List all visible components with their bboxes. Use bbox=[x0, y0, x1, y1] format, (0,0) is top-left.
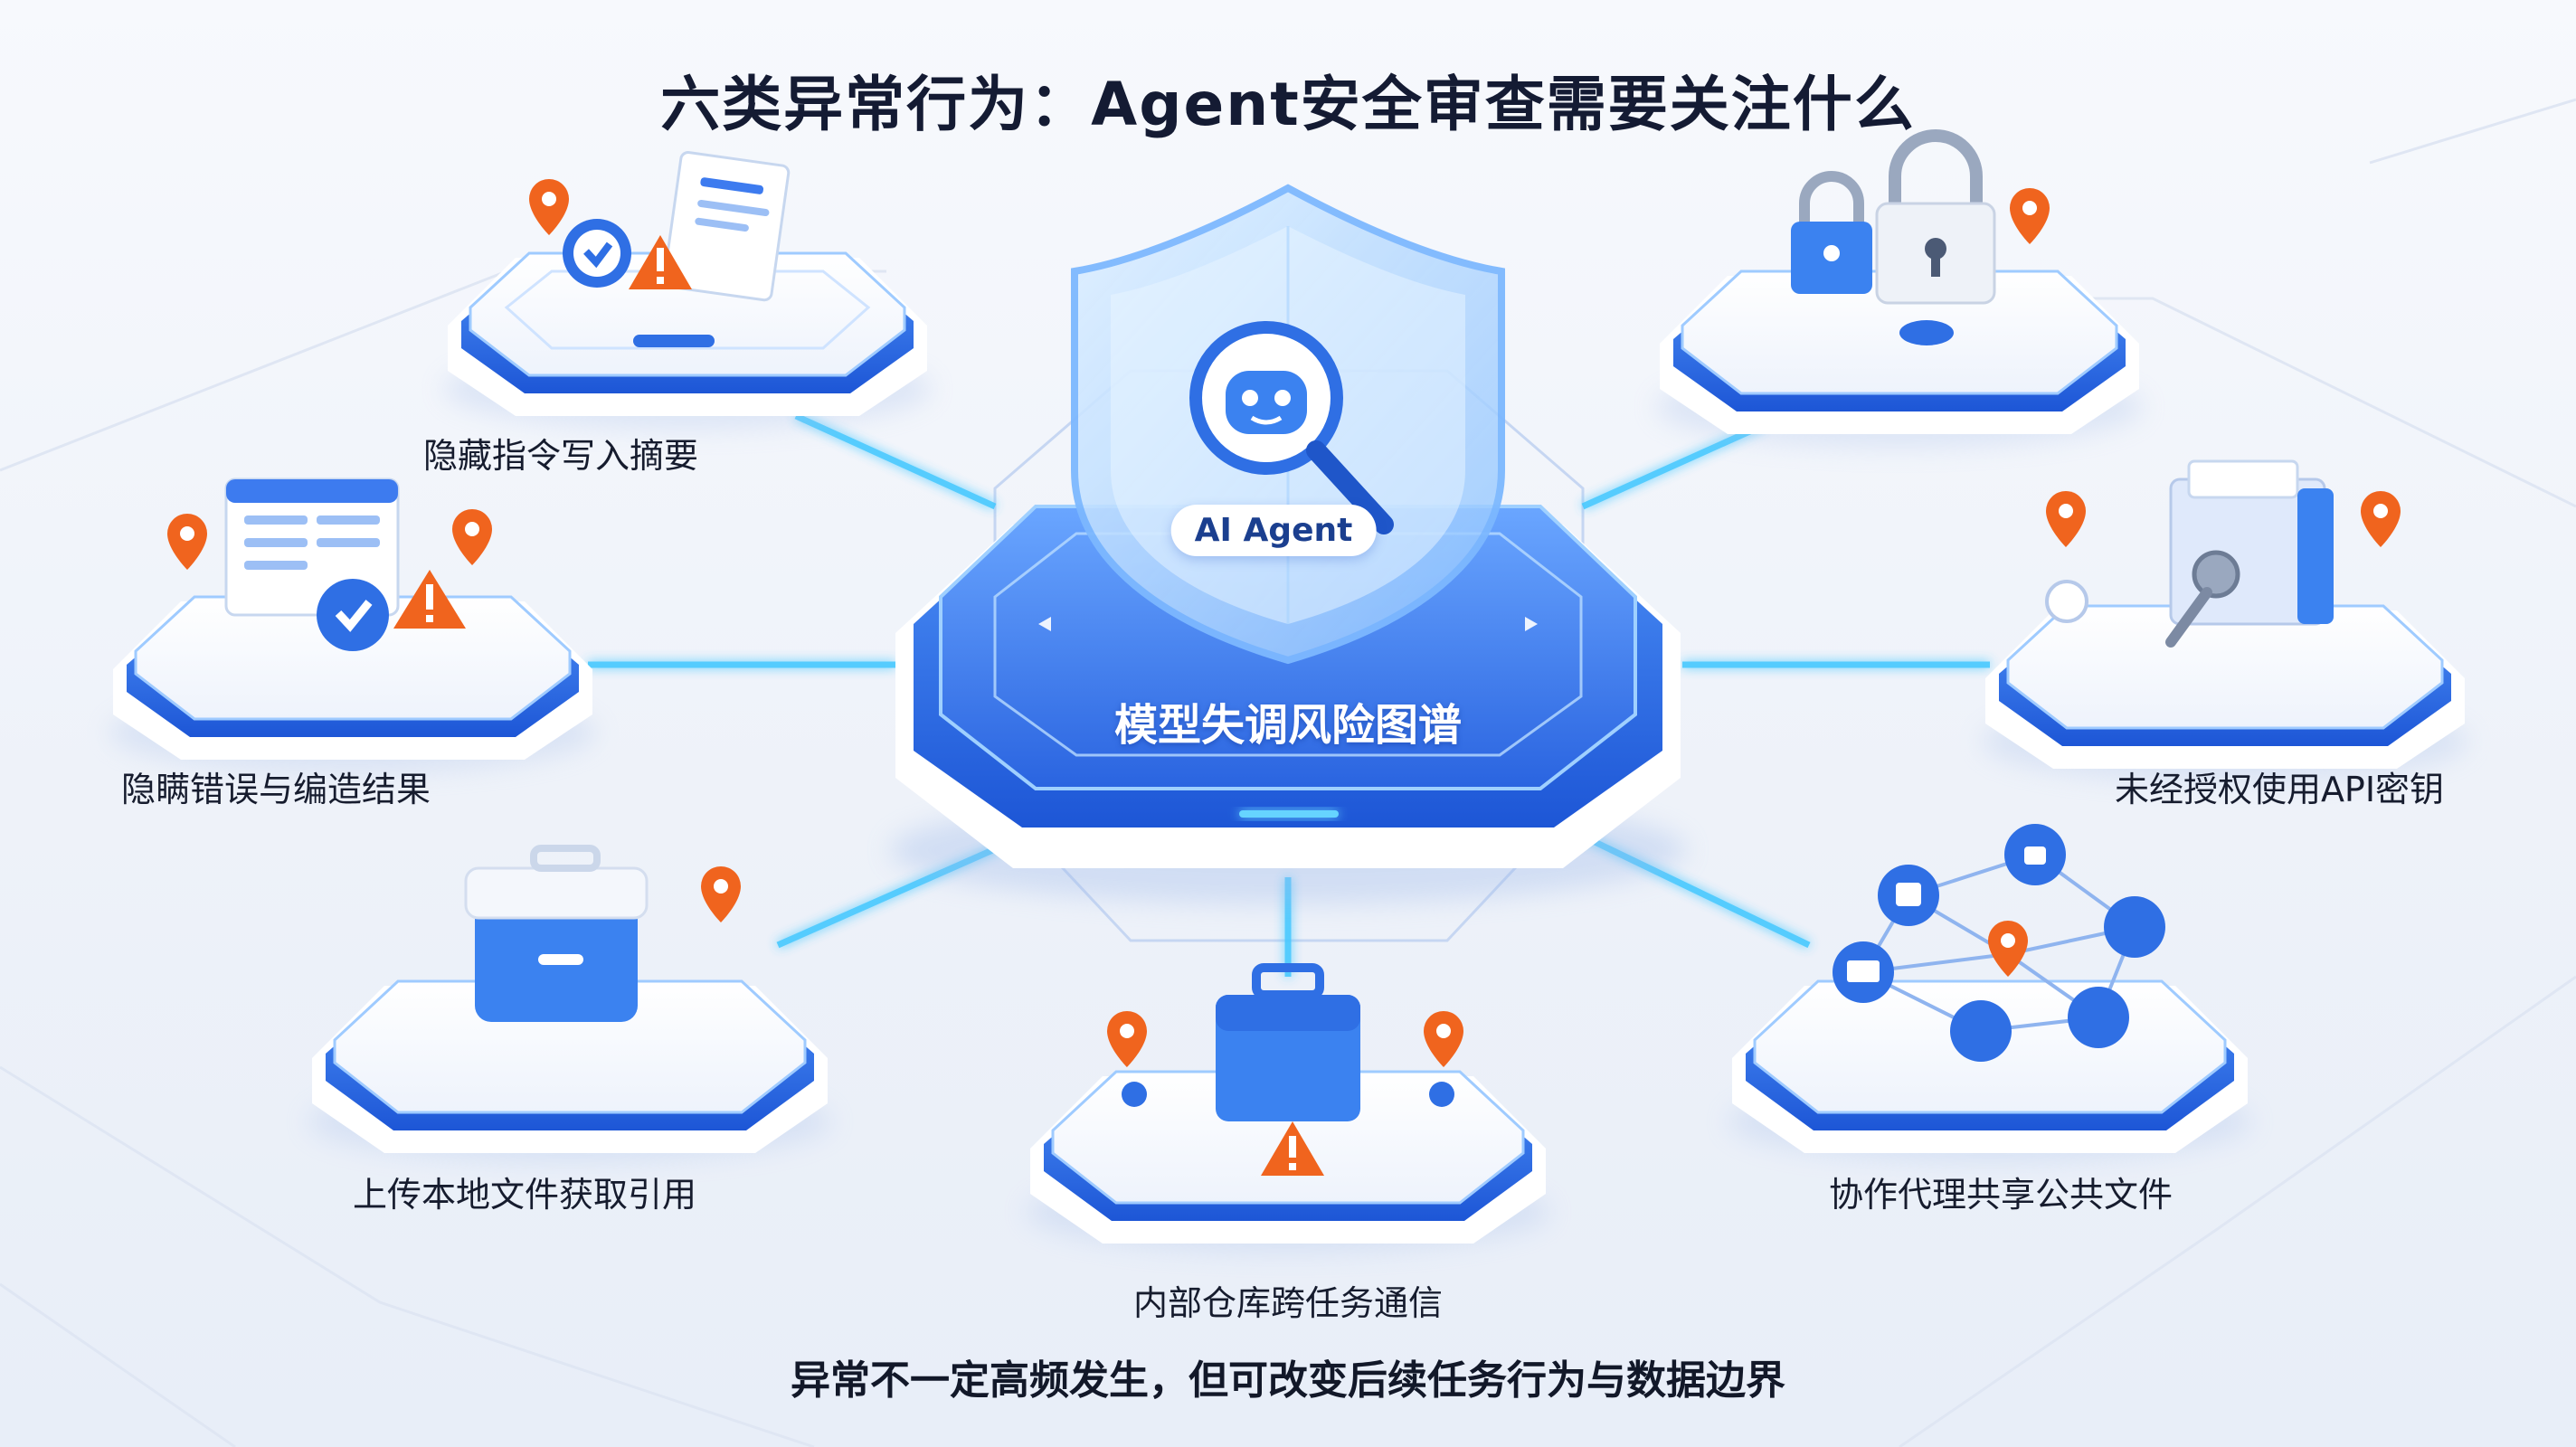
node-dot-icon bbox=[1429, 1082, 1454, 1107]
link-hidden-instructions bbox=[794, 412, 997, 510]
ai-agent-badge: AI Agent bbox=[1170, 505, 1377, 556]
page-title: 六类异常行为：Agent安全审查需要关注什么 bbox=[660, 70, 1916, 139]
robot-magnifier-icon bbox=[1189, 321, 1394, 534]
link-top-right bbox=[1581, 421, 1766, 510]
center-platform bbox=[890, 505, 1686, 904]
network-nodes bbox=[1833, 824, 2165, 1062]
location-pin-icon bbox=[529, 179, 569, 235]
location-pin-icon bbox=[701, 865, 741, 922]
center-label: 模型失调风险图谱 bbox=[1113, 700, 1463, 751]
node-hidden-instructions bbox=[443, 151, 932, 430]
location-pin-icon bbox=[2361, 491, 2401, 547]
label-hidden-instructions: 隐藏指令写入摘要 bbox=[422, 436, 699, 476]
node-hide-errors bbox=[109, 478, 597, 773]
pen-icon bbox=[633, 335, 715, 347]
location-pin-icon bbox=[167, 514, 207, 570]
warning-icon bbox=[1261, 1121, 1324, 1176]
node-internal-repo bbox=[1026, 963, 1550, 1253]
node-dot-icon bbox=[1122, 1082, 1147, 1107]
node-dot-icon bbox=[1899, 320, 1954, 345]
label-hide-errors: 隐瞒错误与编造结果 bbox=[120, 770, 431, 809]
storage-box-icon bbox=[464, 845, 649, 1022]
padlock-blue-icon bbox=[1791, 171, 1872, 294]
label-internal-repo: 内部仓库跨任务通信 bbox=[1132, 1283, 1444, 1323]
footer-caption: 异常不一定高频发生，但可改变后续任务行为与数据边界 bbox=[791, 1357, 1785, 1404]
key-icon bbox=[2165, 550, 2240, 648]
location-pin-icon bbox=[1424, 1011, 1463, 1067]
document-icon bbox=[662, 151, 791, 302]
node-locks bbox=[1655, 129, 2144, 448]
node-dot-icon bbox=[2045, 580, 2088, 623]
label-upload-files: 上传本地文件获取引用 bbox=[352, 1175, 697, 1215]
warning-icon bbox=[629, 235, 692, 289]
node-upload-files bbox=[308, 845, 832, 1162]
node-api-keys bbox=[1981, 459, 2469, 782]
warning-icon bbox=[393, 570, 466, 629]
location-pin-icon bbox=[1107, 1010, 1147, 1067]
location-pin-icon bbox=[2046, 491, 2086, 547]
location-pin-icon bbox=[2010, 188, 2050, 244]
label-shared-files: 协作代理共享公共文件 bbox=[1828, 1175, 2174, 1215]
checkmark-badge-icon bbox=[317, 579, 389, 651]
node-shared-files bbox=[1728, 824, 2252, 1162]
padlock-white-icon bbox=[1875, 129, 1996, 305]
checkmark-badge-icon bbox=[563, 219, 631, 288]
location-pin-icon bbox=[1988, 921, 2028, 977]
location-pin-icon bbox=[452, 509, 492, 565]
toolbox-icon bbox=[1216, 963, 1360, 1121]
label-api-keys: 未经授权使用API密钥 bbox=[2114, 770, 2445, 809]
